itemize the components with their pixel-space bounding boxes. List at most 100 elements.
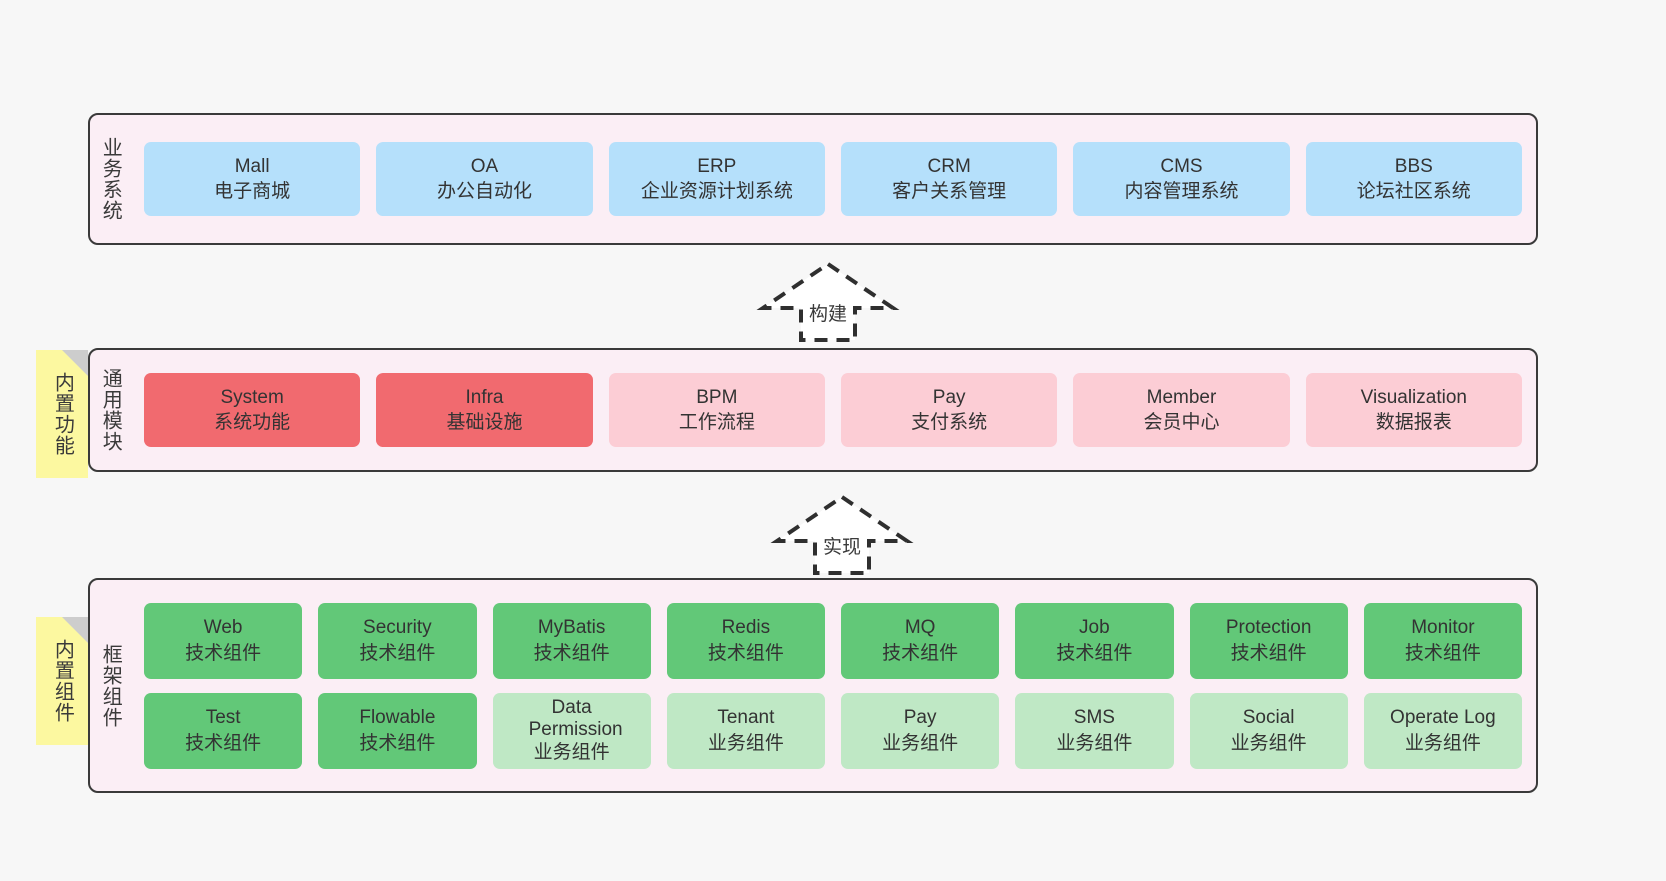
node-test[interactable]: Test 技术组件	[144, 692, 303, 769]
node-title-en: Social	[1242, 707, 1295, 729]
layer-body-common-modules: System 系统功能 Infra 基础设施 BPM 工作流程 Pay 支付系统…	[130, 350, 1536, 470]
node-flowable[interactable]: Flowable 技术组件	[318, 692, 477, 769]
node-monitor[interactable]: Monitor 技术组件	[1363, 602, 1522, 679]
node-title-cn: 业务组件	[1056, 732, 1133, 754]
node-tenant[interactable]: Tenant 业务组件	[666, 692, 825, 769]
note-builtin-functions: 内置功能	[36, 350, 88, 478]
node-title-cn: 业务组件	[882, 732, 959, 754]
node-title-cn: 业务组件	[707, 732, 784, 754]
node-mq[interactable]: MQ 技术组件	[841, 602, 1000, 679]
node-title-en: System	[220, 386, 284, 408]
node-system[interactable]: System 系统功能	[144, 373, 361, 447]
node-title-en: CRM	[927, 155, 971, 177]
node-title-en: Monitor	[1411, 617, 1475, 639]
node-title-en: Tenant	[717, 707, 775, 729]
node-title-en: BBS	[1394, 155, 1433, 177]
layer-label-business-systems: 业务系统	[99, 137, 122, 221]
node-pay[interactable]: Pay 支付系统	[840, 373, 1058, 447]
node-title-cn: 业务组件	[1404, 732, 1481, 754]
node-title-cn: 客户关系管理	[892, 181, 1007, 202]
node-redis[interactable]: Redis 技术组件	[666, 602, 825, 679]
node-title-en: Redis	[721, 617, 771, 639]
layer-common-modules: 通用模块 System 系统功能 Infra 基础设施 BPM 工作流程 Pay…	[88, 348, 1538, 472]
node-title-en: Flowable	[359, 707, 436, 729]
node-job[interactable]: Job 技术组件	[1015, 602, 1174, 679]
note-label: 内置功能	[51, 372, 74, 456]
node-web[interactable]: Web 技术组件	[144, 602, 303, 679]
node-row: Web 技术组件 Security 技术组件 MyBatis 技术组件 Redi…	[144, 602, 1522, 679]
node-title-cn: 支付系统	[911, 412, 988, 433]
node-title-en: MyBatis	[537, 617, 606, 639]
node-cms[interactable]: CMS 内容管理系统	[1073, 142, 1290, 216]
node-title-cn: 技术组件	[359, 642, 436, 664]
node-title-en: Visualization	[1360, 386, 1467, 408]
note-label: 内置组件	[51, 639, 74, 723]
node-erp[interactable]: ERP 企业资源计划系统	[608, 142, 825, 216]
node-protection[interactable]: Protection 技术组件	[1189, 602, 1348, 679]
note-builtin-components: 内置组件	[36, 617, 88, 745]
node-title-cn: 内容管理系统	[1124, 181, 1239, 202]
node-sms[interactable]: SMS 业务组件	[1015, 692, 1174, 769]
node-title-en: BPM	[696, 386, 738, 408]
layer-body-framework-components: Web 技术组件 Security 技术组件 MyBatis 技术组件 Redi…	[130, 580, 1536, 791]
node-title-en: Operate Log	[1390, 707, 1496, 729]
layer-framework-components: 框架组件 Web 技术组件 Security 技术组件 MyBatis 技术组件…	[88, 578, 1538, 793]
layer-label-common-modules: 通用模块	[99, 368, 122, 452]
node-infra[interactable]: Infra 基础设施	[376, 373, 593, 447]
node-title-en: SMS	[1073, 707, 1115, 729]
node-row: System 系统功能 Infra 基础设施 BPM 工作流程 Pay 支付系统…	[144, 373, 1522, 447]
layer-label-framework-components: 框架组件	[99, 643, 122, 728]
node-row: Test 技术组件 Flowable 技术组件 Data Permission …	[144, 692, 1522, 769]
connector-implement: 实现	[770, 494, 914, 576]
node-title-cn: 技术组件	[533, 642, 610, 664]
node-title-en: Web	[203, 617, 243, 639]
node-title-cn: 技术组件	[882, 642, 959, 664]
node-title-cn: 工作流程	[678, 412, 755, 433]
node-social[interactable]: Social 业务组件	[1189, 692, 1348, 769]
node-title-en: Mall	[234, 155, 270, 177]
node-data-permission[interactable]: Data Permission 业务组件	[492, 692, 651, 769]
node-crm[interactable]: CRM 客户关系管理	[840, 142, 1058, 216]
node-title-en: OA	[470, 155, 499, 177]
node-title-en: Security	[363, 617, 432, 639]
node-bbs[interactable]: BBS 论坛社区系统	[1305, 142, 1522, 216]
node-title-cn: 业务组件	[1230, 732, 1307, 754]
node-title-cn: 办公自动化	[436, 181, 532, 202]
node-title-cn: 技术组件	[1404, 642, 1481, 664]
node-security[interactable]: Security 技术组件	[318, 602, 477, 679]
node-title-cn: 技术组件	[185, 642, 262, 664]
node-title-cn: 技术组件	[1056, 642, 1133, 664]
connector-implement-arrow	[770, 494, 914, 575]
node-title-en: Pay	[903, 707, 937, 729]
node-title-en: CMS	[1160, 155, 1203, 177]
node-title-en: Infra	[465, 386, 504, 408]
connector-build: 构建	[756, 261, 900, 343]
node-title-cn: 电子商城	[214, 181, 291, 202]
layer-body-business-systems: Mall 电子商城 OA 办公自动化 ERP 企业资源计划系统 CRM 客户关系…	[130, 115, 1536, 243]
node-title-en: Test	[205, 707, 241, 729]
node-pay-component[interactable]: Pay 业务组件	[841, 692, 1000, 769]
node-title-cn: 技术组件	[707, 642, 784, 664]
node-bpm[interactable]: BPM 工作流程	[608, 373, 825, 447]
node-title-cn: 数据报表	[1375, 412, 1452, 433]
node-title-en: MQ	[904, 617, 936, 639]
node-mybatis[interactable]: MyBatis 技术组件	[492, 602, 651, 679]
layer-business-systems: 业务系统 Mall 电子商城 OA 办公自动化 ERP 企业资源计划系统 CRM…	[88, 113, 1538, 245]
node-title-en: Member	[1146, 386, 1217, 408]
node-title-cn: 技术组件	[185, 732, 262, 754]
node-mall[interactable]: Mall 电子商城	[144, 142, 361, 216]
node-title-cn: 基础设施	[446, 412, 523, 433]
node-visualization[interactable]: Visualization 数据报表	[1305, 373, 1522, 447]
node-title-en: Data Permission	[528, 696, 623, 741]
node-title-cn: 论坛社区系统	[1356, 181, 1471, 202]
node-title-cn: 业务组件	[533, 741, 610, 763]
node-operate-log[interactable]: Operate Log 业务组件	[1363, 692, 1522, 769]
node-member[interactable]: Member 会员中心	[1073, 373, 1290, 447]
node-title-en: Pay	[932, 386, 966, 408]
node-title-cn: 企业资源计划系统	[640, 181, 793, 202]
node-oa[interactable]: OA 办公自动化	[376, 142, 593, 216]
node-row: Mall 电子商城 OA 办公自动化 ERP 企业资源计划系统 CRM 客户关系…	[144, 142, 1522, 216]
node-title-en: Protection	[1225, 617, 1312, 639]
node-title-en: ERP	[697, 155, 737, 177]
node-title-cn: 会员中心	[1143, 412, 1220, 433]
